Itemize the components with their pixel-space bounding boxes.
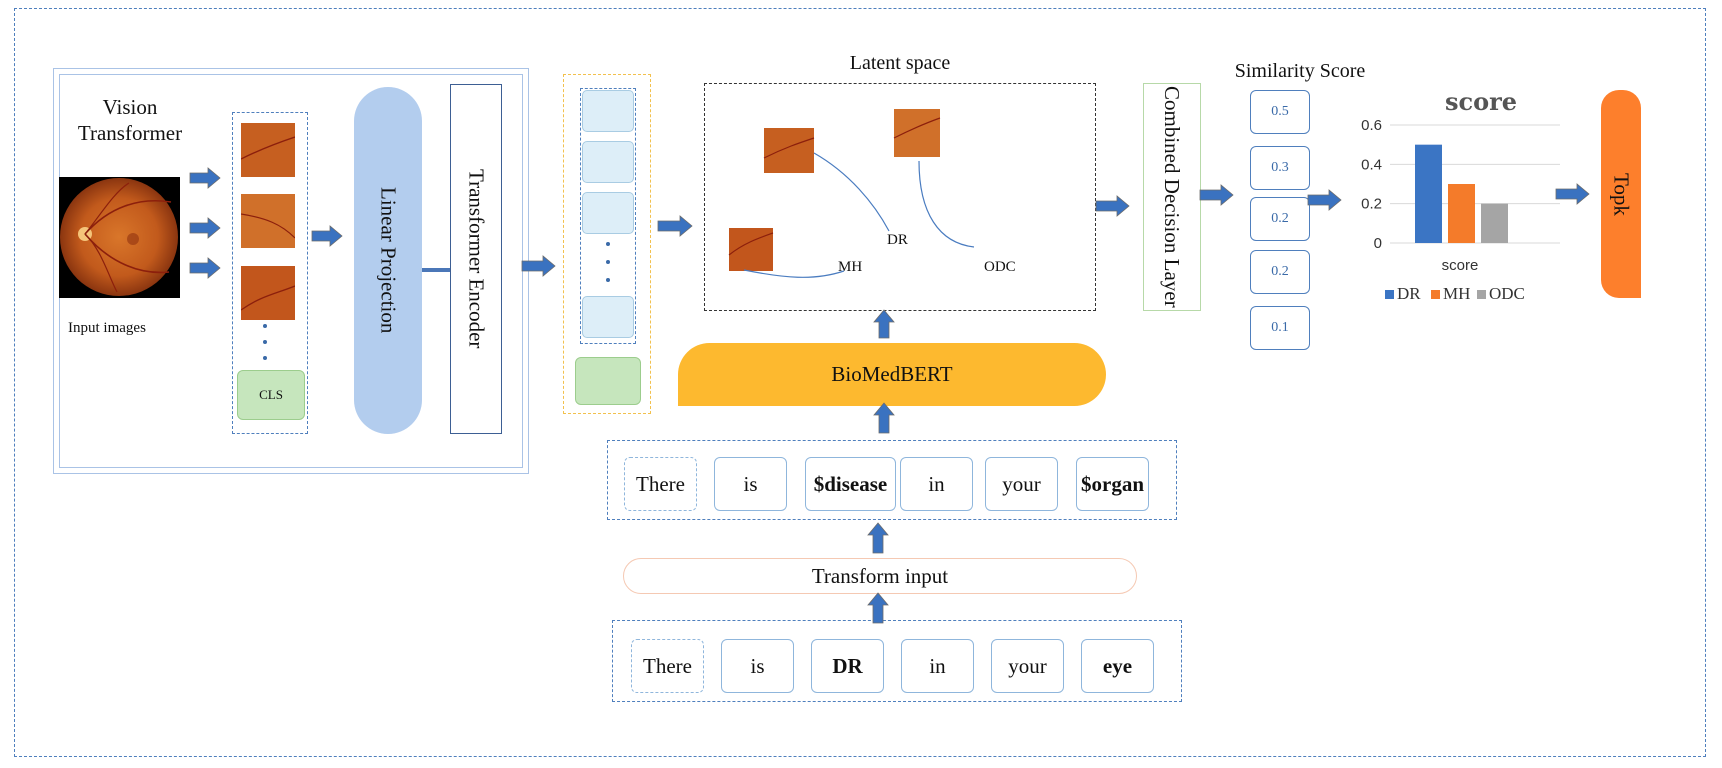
input-images-label: Input images [68, 320, 146, 336]
y-tick-label: 0.4 [1361, 156, 1382, 173]
similarity-score-cell: 0.2 [1250, 197, 1310, 241]
latent-label-mh: MH [838, 259, 863, 275]
input-token-row [612, 620, 1182, 702]
legend-swatch-dr [1385, 290, 1394, 299]
connector-line [422, 268, 450, 272]
input-token: is [721, 639, 794, 693]
similarity-score-cell: 0.2 [1250, 250, 1310, 294]
arrow-right-icon [189, 217, 221, 239]
embedding-cell [582, 141, 634, 183]
arrow-right-icon [189, 257, 221, 279]
cls-token: CLS [237, 370, 305, 420]
legend-label-dr: DR [1397, 284, 1421, 303]
transform-input-block: Transform input [623, 558, 1137, 594]
arrow-up-icon [867, 522, 889, 554]
template-token: is [714, 457, 787, 511]
y-tick-label: 0.6 [1361, 117, 1382, 134]
legend-swatch-mh [1431, 290, 1440, 299]
embedding-ellipsis-dots [606, 242, 610, 282]
template-token: your [985, 457, 1058, 511]
template-token: in [900, 457, 973, 511]
arrow-right-icon [311, 225, 343, 247]
embedding-cls-cell [575, 357, 641, 405]
embedding-cell [582, 296, 634, 338]
bar-odc [1481, 203, 1508, 243]
legend-label-odc: ODC [1489, 284, 1525, 303]
input-token: eye [1081, 639, 1154, 693]
vision-title-line2: Transformer [77, 121, 183, 145]
similarity-score-cell: 0.5 [1250, 90, 1310, 134]
combined-decision-label: Combined Decision Layer [1160, 86, 1184, 308]
y-tick-label: 0.2 [1361, 196, 1382, 213]
latent-label-dr: DR [887, 232, 908, 248]
bar-dr [1415, 144, 1442, 243]
bar-mh [1448, 184, 1475, 243]
linear-projection-block: Linear Projection [354, 87, 422, 434]
topk-block: Topk [1601, 90, 1641, 298]
arrow-up-icon [867, 592, 889, 624]
template-token: $disease [805, 457, 896, 511]
latent-space-canvas [728, 109, 975, 278]
y-tick-label: 0 [1374, 235, 1382, 252]
x-axis-label: score [1442, 257, 1479, 274]
latent-label-odc: ODC [984, 259, 1016, 275]
embedding-column [563, 74, 651, 414]
patch-column [232, 112, 308, 434]
latent-space-box [704, 83, 1096, 311]
patch-image-2 [241, 194, 295, 248]
arrow-right-icon [189, 167, 221, 189]
arrow-right-icon [521, 255, 556, 277]
diagram-frame [14, 8, 1706, 757]
template-token: $organ [1076, 457, 1149, 511]
arrow-up-icon [873, 309, 895, 339]
arrow-right-icon [657, 215, 693, 237]
transformer-encoder-block: Transformer Encoder [450, 84, 502, 434]
arrow-right-icon [1555, 183, 1590, 205]
input-token: There [631, 639, 704, 693]
arrow-right-icon [1095, 195, 1130, 217]
vision-title-line1: Vision [102, 95, 158, 119]
input-token: your [991, 639, 1064, 693]
template-token: There [624, 457, 697, 511]
legend-swatch-odc [1477, 290, 1486, 299]
legend-label-mh: MH [1443, 284, 1470, 303]
similarity-score-cell: 0.3 [1250, 146, 1310, 190]
patch-ellipsis-dots [263, 324, 267, 360]
arrow-right-icon [1307, 189, 1342, 211]
template-token-row [607, 440, 1177, 520]
embedding-cell [582, 192, 634, 234]
chart-title: score [1445, 87, 1517, 116]
vision-transformer-title: Vision Transformer [60, 94, 200, 146]
similarity-score-title: Similarity Score [1234, 60, 1366, 82]
biomedbert-block: BioMedBERT [678, 343, 1106, 406]
embedding-cell [582, 90, 634, 132]
arrow-up-icon [873, 402, 895, 434]
input-token: DR [811, 639, 884, 693]
similarity-score-cell: 0.1 [1250, 306, 1310, 350]
patch-image-3 [241, 266, 295, 320]
patch-image-1 [241, 123, 295, 177]
input-token: in [901, 639, 974, 693]
fundus-image [59, 177, 180, 298]
arrow-right-icon [1199, 184, 1234, 206]
topk-label: Topk [1609, 172, 1634, 216]
embedding-inner-column [580, 88, 636, 344]
latent-space-title: Latent space [849, 52, 951, 74]
